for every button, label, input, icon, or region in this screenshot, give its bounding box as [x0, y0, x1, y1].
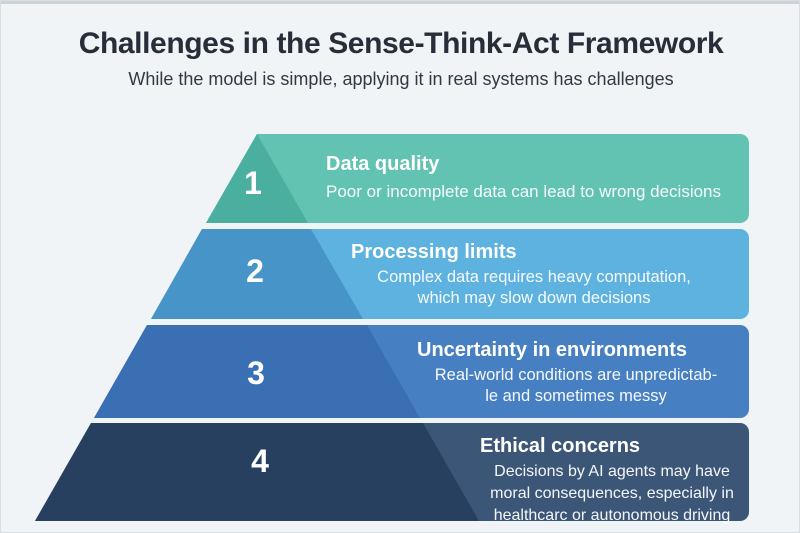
tier2-description: Complex data requires heavy computation,…: [377, 268, 691, 307]
tier4-text-block: Ethical concerns Decisions by AI agents …: [478, 433, 746, 527]
tier2-title: Processing limits: [351, 241, 517, 263]
tier1-slice: [206, 134, 308, 223]
tier2-slice: [151, 229, 363, 319]
tier3-text-block: Uncertainty in environments Real-world c…: [415, 337, 737, 407]
tier1-title: Data quality: [326, 153, 440, 175]
tier3-slice: [94, 325, 420, 418]
tier4-number: 4: [251, 443, 269, 479]
page-title: Challenges in the Sense-Think-Act Framew…: [78, 27, 724, 60]
tier4-description: Decisions by AI agents may have moral co…: [490, 463, 734, 524]
tier2-number: 2: [246, 253, 264, 289]
top-edge-strip: [1, 1, 799, 4]
tier3-title: Uncertainty in environments: [417, 339, 688, 361]
tier1-text-block: Data quality Poor or incomplete data can…: [326, 151, 746, 202]
tier3-description: Real-world conditions are unpredictab- l…: [434, 366, 718, 405]
header: Challenges in the Sense-Think-Act Framew…: [1, 27, 799, 91]
tier1-description: Poor or incomplete data can lead to wron…: [326, 182, 722, 201]
tier3-number: 3: [247, 355, 265, 391]
tier1-band: [206, 134, 749, 223]
tier4-title: Ethical concerns: [480, 435, 641, 457]
tier4-slice: [35, 423, 479, 521]
page-subtitle: While the model is simple, applying it i…: [128, 69, 674, 89]
tier1-number: 1: [244, 165, 262, 201]
tier2-text-block: Processing limits Complex data requires …: [351, 239, 717, 309]
